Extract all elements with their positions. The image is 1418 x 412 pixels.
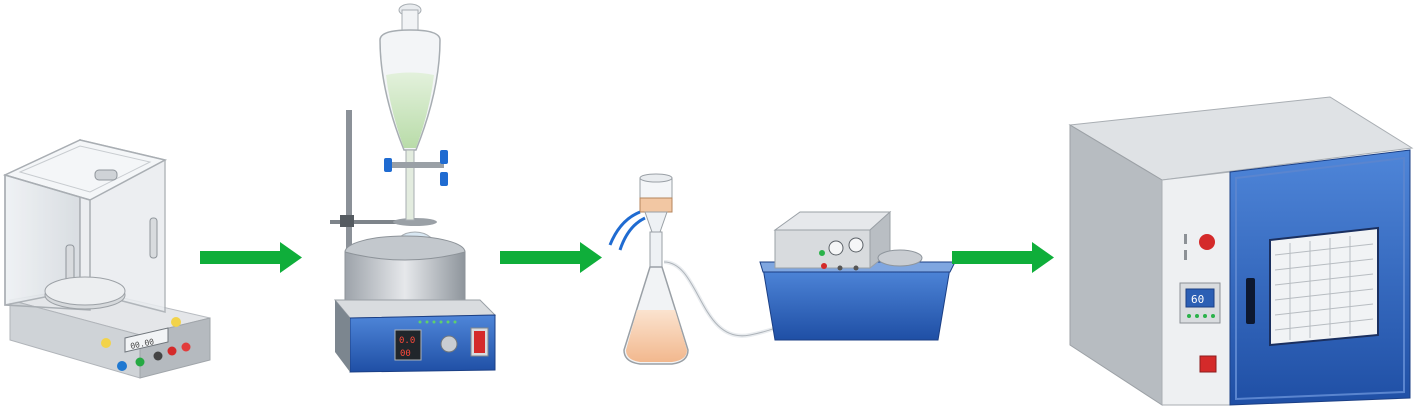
arrow-1 [200,242,302,273]
balance-button-yellow-right [171,317,181,327]
heating-mantle-with-separatory-funnel-icon: 0.0 00 [330,3,497,373]
balance-button-red [167,346,177,356]
arrow-3 [952,242,1054,273]
pump-gauge-right [848,237,864,253]
heater-knob [440,335,458,353]
balance-button-blue [117,361,127,371]
pump-gauge-left [828,240,844,256]
heater-display-top: 0.0 [399,336,415,346]
balance-button-red-2 [181,342,191,352]
balance-button-green [135,357,145,367]
oven-power-button [1199,234,1215,250]
heater-display-bottom: 00 [400,349,411,359]
oven-door-handle [1246,278,1255,324]
heater-indicator-row [418,320,457,324]
oven-switch [1199,355,1217,373]
drying-oven-icon: 60 [1068,96,1414,406]
balance-button-dark [153,351,163,361]
oven-display: 60 [1191,293,1204,306]
arrow-2 [500,242,602,273]
vacuum-filtration-flask-and-pump-icon [608,173,956,365]
balance-button-yellow-left [101,338,111,348]
analytical-balance-icon: 00.00 [2,138,211,379]
heater-power-switch [474,331,485,353]
oven-indicator-leds [1187,314,1215,318]
